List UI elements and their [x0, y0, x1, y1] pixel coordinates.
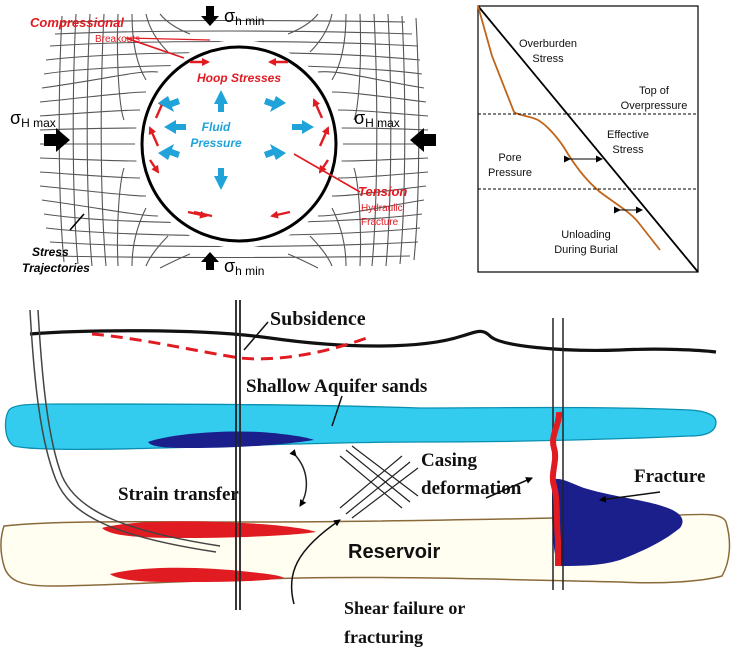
- shear-label-2: fracturing: [344, 627, 423, 647]
- subsidence-surface: [91, 332, 373, 361]
- principal-stress-arrows: [44, 6, 436, 270]
- fluid-label-1: Fluid: [202, 120, 231, 134]
- shear-pattern: [339, 445, 419, 519]
- sigma-H-max-left: σH max: [10, 108, 56, 130]
- casing-label-2: deformation: [421, 478, 522, 499]
- breakouts-label: Breakouts: [95, 34, 140, 45]
- fluid-label-2: Pressure: [190, 136, 242, 150]
- casing-pointer: [485, 477, 533, 499]
- subsidence-label: Subsidence: [270, 308, 366, 330]
- sigma-H-max-right: σH max: [354, 108, 400, 130]
- stress-label-1: Stress: [32, 245, 69, 259]
- subsidence-pointer: [243, 321, 269, 351]
- shear-pointer: [290, 519, 341, 605]
- pore-pressure-label-1: Pore: [498, 152, 521, 164]
- ground-surface: [29, 329, 717, 354]
- overburden-label-2: Stress: [532, 53, 564, 65]
- overburden-line: [477, 5, 699, 273]
- effective-stress-label-2: Stress: [612, 144, 644, 156]
- hydraulic-label-2: Fracture: [361, 217, 399, 228]
- pore-pressure-label-2: Pressure: [488, 167, 532, 179]
- reservoir-label: Reservoir: [348, 541, 440, 563]
- aquifer-pointer: [331, 395, 343, 427]
- deviated-well: [29, 309, 217, 553]
- borehole-panel: Compressional Breakouts Hoop Stresses: [10, 6, 436, 278]
- unloading-label-1: Unloading: [561, 229, 611, 241]
- fracture-label: Fracture: [634, 466, 705, 487]
- tension-label: Tension: [358, 184, 407, 199]
- tension-pointer: [293, 153, 361, 193]
- aquifer-body: [4, 403, 717, 450]
- cross-section: Subsidence Shallow Aquifer sands Strain …: [0, 300, 731, 647]
- borehole-circle: [140, 45, 338, 243]
- strain-transfer-arrow: [289, 449, 308, 507]
- pressure-panel: Overburden Stress Top of Overpressure Ef…: [477, 5, 699, 273]
- fluid-pressure-arrows: [158, 90, 314, 190]
- stress-label-2: Trajectories: [22, 261, 90, 275]
- fracture-body: [552, 478, 683, 566]
- casing-label-1: Casing: [421, 450, 477, 471]
- compressional-label: Compressional: [30, 15, 124, 30]
- aquifer-lens: [148, 431, 314, 448]
- fracture-pointer: [599, 491, 661, 503]
- aquifer-label: Shallow Aquifer sands: [246, 376, 427, 397]
- deviated-well-2: [37, 309, 221, 547]
- stress-pointer: [69, 213, 85, 231]
- strain-transfer-label: Strain transfer: [118, 484, 239, 505]
- casing-red: [549, 411, 563, 566]
- breakout-pointer: [125, 37, 185, 59]
- shear-label-1: Shear failure or: [344, 598, 465, 618]
- top-overpressure-label-1: Top of: [639, 85, 670, 97]
- hoop-stresses-label: Hoop Stresses: [197, 71, 281, 85]
- sigma-h-min-bottom: σh min: [224, 256, 264, 278]
- overburden-label-1: Overburden: [519, 38, 577, 50]
- hydraulic-label-1: Hydraulic: [361, 203, 403, 214]
- pore-pressure-curve: [477, 5, 661, 251]
- sigma-h-min-top: σh min: [224, 6, 264, 28]
- unloading-label-2: During Burial: [554, 244, 618, 256]
- top-overpressure-label-2: Overpressure: [621, 100, 688, 112]
- effective-stress-label-1: Effective: [607, 129, 649, 141]
- breakout-pointer-2: [125, 37, 211, 41]
